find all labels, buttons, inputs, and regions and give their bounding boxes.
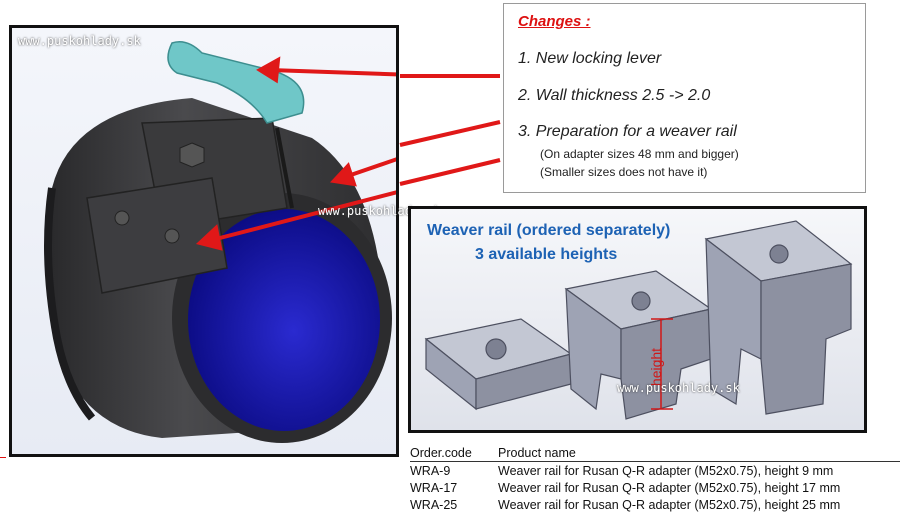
change-note: (On adapter sizes 48 mm and bigger) — [540, 147, 739, 161]
header-product-name: Product name — [498, 444, 900, 462]
watermark-rail: www.puskohlady.sk — [617, 381, 740, 395]
product-name: Weaver rail for Rusan Q-R adapter (M52x0… — [498, 497, 841, 512]
rail-17mm — [564, 270, 713, 420]
product-name: Weaver rail for Rusan Q-R adapter (M52x0… — [498, 480, 841, 495]
order-table: Order.code Product name WRA-9 Weaver rai… — [410, 444, 900, 513]
rail-25mm — [704, 220, 853, 415]
table-row: WRA-17 Weaver rail for Rusan Q-R adapter… — [410, 479, 900, 496]
table-row: WRA-25 Weaver rail for Rusan Q-R adapter… — [410, 496, 900, 513]
changes-box: Changes : 1. New locking lever 2. Wall t… — [503, 3, 866, 193]
adapter-render — [44, 41, 396, 443]
order-code: WRA-9 — [410, 463, 451, 478]
watermark-top-left: www.puskohlady.sk — [18, 34, 141, 48]
change-item: 2. Wall thickness 2.5 -> 2.0 — [518, 87, 711, 104]
change-item: 3. Preparation for a weaver rail — [518, 123, 737, 140]
change-note: (Smaller sizes does not have it) — [540, 165, 708, 179]
red-arrows — [195, 56, 396, 251]
weaver-rails-render — [424, 220, 853, 420]
table-header-row: Order.code Product name — [410, 444, 900, 462]
change-item: 1. New locking lever — [518, 50, 662, 67]
height-measure — [651, 318, 673, 410]
order-code: WRA-17 — [410, 480, 458, 495]
table-row: WRA-9 Weaver rail for Rusan Q-R adapter … — [410, 462, 900, 480]
product-name: Weaver rail for Rusan Q-R adapter (M52x0… — [498, 463, 834, 478]
locking-lever — [167, 41, 305, 124]
changes-title: Changes : — [518, 13, 591, 30]
adapter-image-panel: www.puskohlady.sk — [9, 25, 399, 457]
order-code: WRA-25 — [410, 497, 458, 512]
header-order-code: Order.code — [410, 444, 498, 462]
margin-mark — [0, 457, 6, 458]
rail-title: Weaver rail (ordered separately) — [427, 222, 671, 239]
rail-subtitle: 3 available heights — [475, 246, 618, 263]
rail-9mm — [424, 318, 573, 411]
weaver-rail-panel: Weaver rail (ordered separately) 3 avail… — [408, 206, 867, 433]
